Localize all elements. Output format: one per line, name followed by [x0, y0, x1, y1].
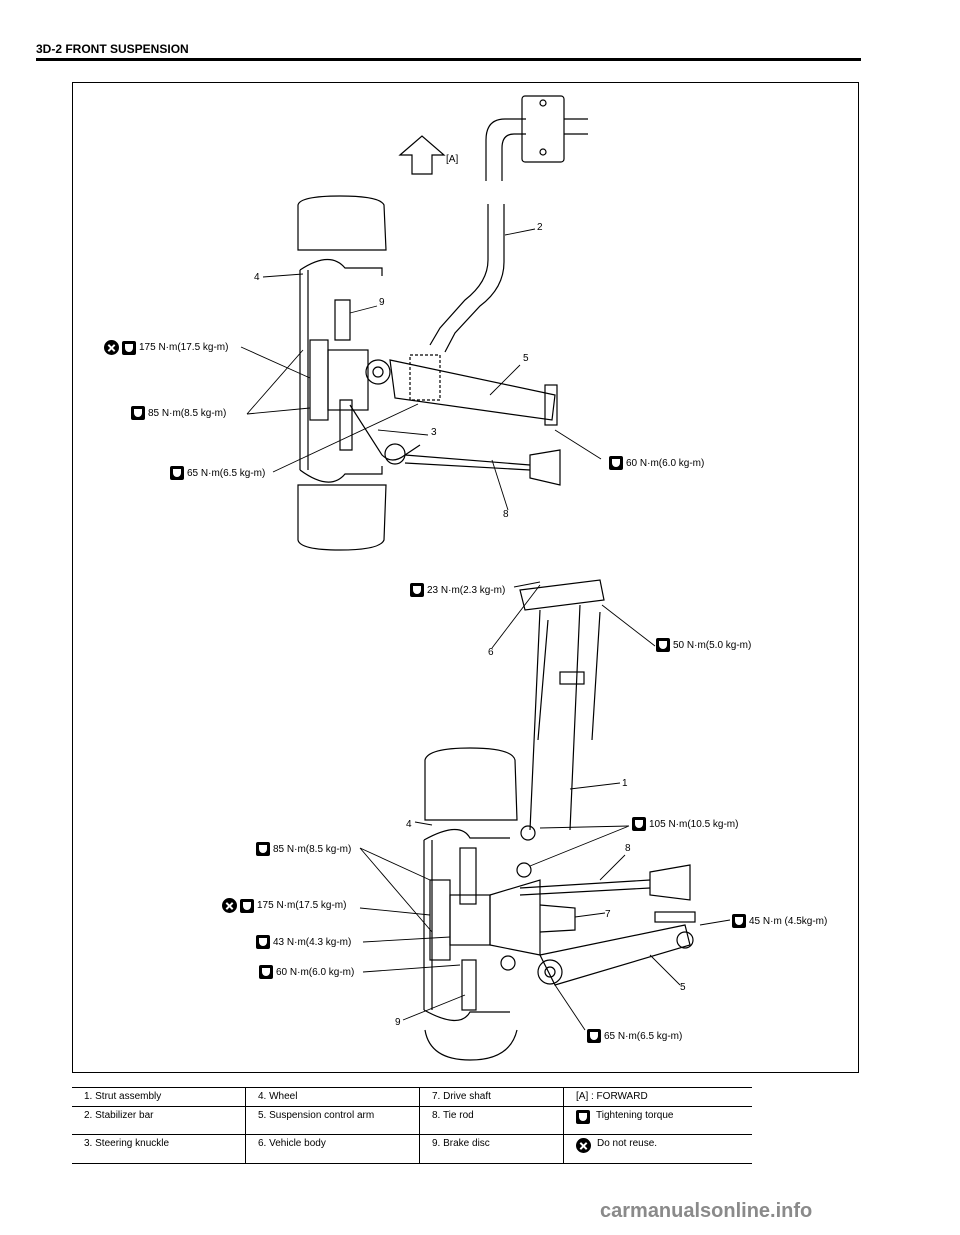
top-wheel-shape — [297, 195, 387, 551]
legend-cell: 4. Wheel — [245, 1087, 420, 1107]
legend-cell: Do not reuse. — [563, 1134, 752, 1164]
torque-value: 85 N·m(8.5 kg-m) — [273, 843, 352, 855]
legend-cell: 7. Drive shaft — [419, 1087, 564, 1107]
torque-callout: 175 N·m(17.5 kg-m) — [222, 898, 346, 913]
forward-label: [A] — [446, 154, 459, 165]
legend-torque-text: Tightening torque — [596, 1110, 674, 1121]
top-control-arm-shape — [389, 354, 558, 426]
torque-callout: 85 N·m(8.5 kg-m) — [256, 842, 351, 856]
legend-cell: [A] : FORWARD — [563, 1087, 752, 1107]
do-not-reuse-icon — [576, 1138, 591, 1153]
watermark: carmanualsonline.info — [600, 1200, 813, 1222]
diagram-frame — [72, 82, 859, 1073]
stabilizer-bar-shape — [429, 95, 588, 353]
torque-wrench-icon — [256, 842, 270, 856]
part-number-2: 2 — [537, 222, 543, 233]
torque-value: 65 N·m(6.5 kg-m) — [604, 1030, 683, 1042]
legend-cell: Tightening torque — [563, 1106, 752, 1135]
part-number-6: 6 — [488, 647, 494, 658]
legend-cell: 8. Tie rod — [419, 1106, 564, 1135]
torque-value: 60 N·m(6.0 kg-m) — [626, 457, 705, 469]
do-not-reuse-icon — [222, 898, 237, 913]
torque-callout: 60 N·m(6.0 kg-m) — [259, 965, 354, 979]
part-number-3: 3 — [431, 427, 437, 438]
torque-wrench-icon — [122, 340, 136, 355]
torque-callout: 43 N·m(4.3 kg-m) — [256, 935, 351, 949]
legend-cell: 5. Suspension control arm — [245, 1106, 420, 1135]
top-knuckle-shape — [309, 339, 421, 465]
torque-wrench-icon — [131, 406, 145, 420]
part-number-5: 5 — [680, 982, 686, 993]
torque-callout: 45 N·m (4.5kg-m) — [732, 914, 827, 928]
torque-wrench-icon — [576, 1110, 590, 1124]
torque-callout: 105 N·m(10.5 kg-m) — [632, 817, 738, 831]
part-number-9: 9 — [379, 297, 385, 308]
legend-table: 1. Strut assembly 4. Wheel 7. Drive shaf… — [72, 1087, 752, 1164]
torque-value: 175 N·m(17.5 kg-m) — [139, 342, 229, 353]
torque-value: 65 N·m(6.5 kg-m) — [187, 467, 266, 479]
torque-callout: 175 N·m(17.5 kg-m) — [104, 340, 228, 355]
legend-cell: 2. Stabilizer bar — [72, 1106, 246, 1135]
do-not-reuse-icon — [104, 340, 119, 355]
legend-row: 1. Strut assembly 4. Wheel 7. Drive shaf… — [72, 1087, 752, 1107]
torque-value: 85 N·m(8.5 kg-m) — [148, 407, 227, 419]
torque-callout: 50 N·m(5.0 kg-m) — [656, 638, 751, 652]
part-number-4: 4 — [406, 819, 412, 830]
part-number-1: 1 — [622, 778, 628, 789]
torque-wrench-icon — [240, 898, 254, 913]
torque-wrench-icon — [732, 914, 746, 928]
legend-cell: 1. Strut assembly — [72, 1087, 246, 1107]
part-number-8: 8 — [503, 509, 509, 520]
legend-row: 2. Stabilizer bar 5. Suspension control … — [72, 1106, 752, 1135]
torque-value: 60 N·m(6.0 kg-m) — [276, 966, 355, 978]
torque-wrench-icon — [632, 817, 646, 831]
bottom-assembly-shape — [429, 864, 696, 986]
torque-callout: 65 N·m(6.5 kg-m) — [170, 466, 265, 480]
torque-wrench-icon — [609, 456, 623, 470]
page-header: 3D-2 FRONT SUSPENSION — [36, 42, 189, 56]
part-number-5: 5 — [523, 353, 529, 364]
torque-wrench-icon — [256, 935, 270, 949]
torque-value: 105 N·m(10.5 kg-m) — [649, 818, 739, 830]
part-number-9: 9 — [395, 1017, 401, 1028]
strut-shape — [516, 579, 605, 878]
legend-cell: 3. Steering knuckle — [72, 1134, 246, 1164]
forward-arrow-icon — [398, 135, 446, 175]
bottom-wheel-shape — [423, 747, 518, 1061]
legend-cell: 9. Brake disc — [419, 1134, 564, 1164]
leader-lines — [240, 228, 731, 1031]
torque-value: 43 N·m(4.3 kg-m) — [273, 936, 352, 948]
torque-callout: 85 N·m(8.5 kg-m) — [131, 406, 226, 420]
torque-callout: 60 N·m(6.0 kg-m) — [609, 456, 704, 470]
torque-value: 50 N·m(5.0 kg-m) — [673, 639, 752, 651]
torque-callout: 23 N·m(2.3 kg-m) — [410, 583, 505, 597]
torque-wrench-icon — [587, 1029, 601, 1043]
torque-wrench-icon — [656, 638, 670, 652]
part-number-7: 7 — [605, 909, 611, 920]
torque-value: 175 N·m(17.5 kg-m) — [257, 900, 347, 911]
header-rule — [36, 58, 861, 61]
torque-wrench-icon — [410, 583, 424, 597]
legend-noreuse-text: Do not reuse. — [597, 1138, 658, 1149]
legend-row: 3. Steering knuckle 6. Vehicle body 9. B… — [72, 1134, 752, 1164]
torque-value: 45 N·m (4.5kg-m) — [749, 915, 828, 927]
torque-callout: 65 N·m(6.5 kg-m) — [587, 1029, 682, 1043]
torque-value: 23 N·m(2.3 kg-m) — [427, 584, 506, 596]
part-number-8: 8 — [625, 843, 631, 854]
torque-wrench-icon — [259, 965, 273, 979]
legend-cell: 6. Vehicle body — [245, 1134, 420, 1164]
torque-wrench-icon — [170, 466, 184, 480]
top-tierod-shape — [404, 449, 561, 486]
part-number-4: 4 — [254, 272, 260, 283]
